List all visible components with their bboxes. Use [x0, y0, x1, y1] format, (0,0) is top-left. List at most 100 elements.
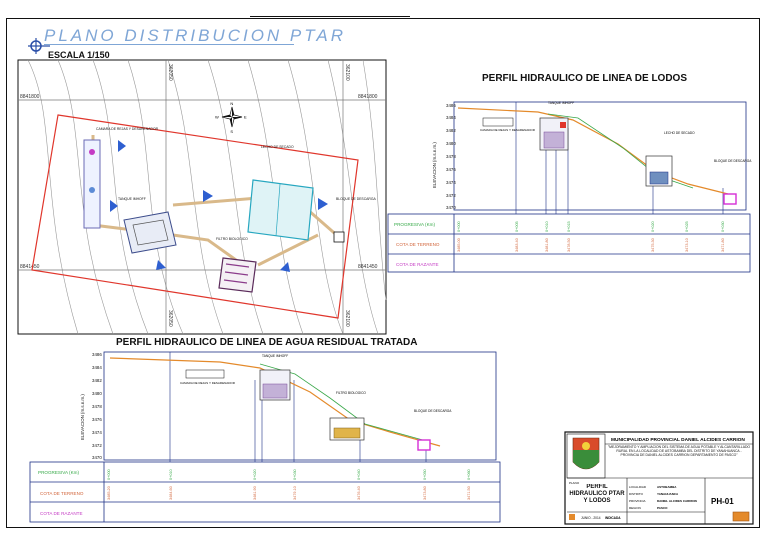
agua-label-filtro: FILTRO BIOLOGICO	[336, 391, 366, 395]
agua-ytick: 3472	[92, 443, 102, 448]
agua-yticks: 3486 3484 3482 3480 3478 3476 3474 3472 …	[92, 352, 102, 460]
profile-agua: ELEVACION (m.s.n.m.) 3486 3484 3482 3480…	[29, 351, 501, 523]
tb-field-value: ASTOBAMBA	[657, 485, 677, 489]
lodos-row-razante: COTA DE RAZANTE	[396, 262, 439, 267]
lodos-ytick: 3470	[446, 205, 456, 210]
station-value: 0+020	[651, 221, 655, 232]
unit-label-desarenador: CAMARA DE REJAS Y DESARENADOR	[96, 127, 159, 131]
coord-col-b-bottom: 362100	[344, 310, 350, 327]
tb-field-value: YANAHUANCA	[657, 492, 679, 496]
terrain-value: 3471.80	[721, 238, 725, 252]
coordinate-grid	[18, 60, 386, 334]
unit-descarga: BLOQUE DE DESCARGA	[333, 197, 376, 243]
terrain-value: 3471.50	[467, 486, 471, 500]
agua-ytick: 3486	[92, 352, 102, 357]
terrain-value: 3481.80	[545, 238, 549, 252]
lodos-ytick: 3480	[446, 141, 456, 146]
compass-n: N	[230, 101, 233, 106]
coord-col-b-top: 362100	[344, 64, 350, 81]
tb-sheet-code: PH-01	[711, 497, 734, 506]
agua-row-terreno: COTA DE TERRENO	[40, 491, 84, 496]
station-value: 0+010	[545, 221, 549, 232]
lodos-structure-lecho: LECHO DE SECADO	[645, 131, 695, 187]
station-value: 0+025	[685, 221, 689, 232]
agua-data-band: PROGRESIVA (Km) COTA DE TERRENO COTA DE …	[29, 461, 501, 523]
lodos-ytick: 3472	[446, 193, 456, 198]
terrain-value: 3483.40	[515, 238, 519, 252]
coord-bottom-left: 8841450	[20, 264, 40, 270]
profile-agua-title: PERFIL HIDRAULICO DE LINEA DE AGUA RESID…	[116, 337, 418, 348]
compass-s: S	[230, 129, 233, 134]
agua-ytick: 3484	[92, 365, 102, 370]
municipality-logo-icon	[566, 433, 606, 479]
lodos-ylabel: ELEVACION (m.s.n.m.)	[432, 142, 437, 188]
lodos-row-terreno: COTA DE TERRENO	[396, 242, 440, 247]
station-value: 0+040	[357, 469, 361, 480]
terrain-value: 3473.80	[423, 486, 427, 500]
unit-label-imhoff: TANQUE IMHOFF	[118, 197, 146, 201]
station-value: 0+050	[423, 469, 427, 480]
drawing-sheet-frame	[6, 18, 760, 528]
coord-top-right: 8841800	[358, 94, 378, 100]
agua-structure-filtro: FILTRO BIOLOGICO	[329, 391, 366, 441]
station-value: 0+000	[457, 221, 461, 232]
lodos-ytick: 3482	[446, 128, 456, 133]
tb-scale: INDICADA	[605, 516, 621, 520]
station-value: 0+030	[293, 469, 297, 480]
terrain-value: 3473.10	[685, 238, 689, 252]
terrain-value: 3478.50	[567, 238, 571, 252]
station-value: 0+010	[169, 469, 173, 480]
terrain-value: 3479.10	[293, 486, 297, 500]
sheet-title-underline	[44, 44, 294, 45]
unit-label-lecho: LECHO DE SECADO	[261, 145, 294, 149]
lodos-ytick: 3474	[446, 180, 456, 185]
station-value: 0+015	[567, 221, 571, 232]
lodos-label-desarenador: CAMARA DE REJAS Y DESARENADOR	[480, 128, 536, 132]
tb-fields: LOCALIDAD ASTOBAMBA DISTRITO YANAHUANCA …	[629, 485, 697, 510]
agua-ytick: 3470	[92, 455, 102, 460]
lodos-ytick: 3476	[446, 167, 456, 172]
agua-ytick: 3476	[92, 417, 102, 422]
lodos-station-values: 0+0003485.000+0053483.400+0103481.800+01…	[457, 221, 725, 252]
agua-ytick: 3482	[92, 378, 102, 383]
lodos-structure-descarga: BLOQUE DE DESCARGA	[714, 159, 752, 205]
station-value: 0+060	[467, 469, 471, 480]
site-plan: 8841800 8841800 8841450 8841450 362050 3…	[17, 59, 387, 335]
compass-e: E	[244, 115, 247, 120]
lodos-label-descarga: BLOQUE DE DESCARGA	[714, 159, 752, 163]
flow-arrows	[110, 140, 328, 272]
lodos-structure-desarenador: CAMARA DE REJAS Y DESARENADOR	[480, 117, 536, 132]
unit-imhoff: TANQUE IMHOFF	[118, 197, 177, 254]
tb-field-key: PROVINCIA	[629, 499, 646, 503]
agua-label-descarga: BLOQUE DE DESCARGA	[414, 409, 452, 413]
terrain-value: 3476.40	[357, 486, 361, 500]
station-value: 0+030	[721, 221, 725, 232]
tb-field-key: REGION	[629, 506, 641, 510]
coord-col-a-top: 362050	[167, 64, 173, 81]
tb-date: JUNIO - 2014	[581, 516, 601, 520]
crosshair-icon	[28, 38, 50, 54]
lodos-structure-imhoff: TANQUE IMHOFF	[539, 101, 574, 151]
agua-ytick: 3474	[92, 430, 102, 435]
tb-field-key: DISTRITO	[629, 492, 644, 496]
station-value: 0+000	[107, 469, 111, 480]
tb-plan-label: PLANO	[569, 481, 580, 485]
coord-col-a-bottom: 362050	[167, 310, 173, 327]
agua-structure-desarenador: CAMARA DE REJAS Y DESARENADOR	[180, 369, 236, 385]
tb-field-value: DANIEL ALCIDES CARRION	[657, 499, 697, 503]
agua-row-razante: COTA DE RAZANTE	[40, 511, 83, 516]
unit-label-descarga: BLOQUE DE DESCARGA	[336, 197, 376, 201]
agua-station-values: 0+0003485.200+0103484.600+0203481.900+03…	[107, 469, 471, 500]
profile-lodos: ELEVACION (m.s.n.m.) 3486 3484 3482 3480…	[387, 101, 752, 273]
coord-bottom-right: 8841450	[358, 264, 378, 270]
compass-rose-icon: N E S W	[215, 101, 247, 134]
terrain-value: 3475.30	[651, 238, 655, 252]
coord-top-left: 8841800	[20, 94, 40, 100]
compass-w: W	[215, 115, 219, 120]
lodos-ytick: 3486	[446, 103, 456, 108]
unit-desarenador: CAMARA DE REJAS Y DESARENADOR	[83, 127, 159, 229]
terrain-value: 3485.00	[457, 238, 461, 252]
lodos-label-lecho: LECHO DE SECADO	[664, 131, 695, 135]
lodos-ytick: 3478	[446, 154, 456, 159]
tb-municipality: MUNICIPALIDAD PROVINCIAL DANIEL ALCIDES …	[611, 437, 745, 443]
